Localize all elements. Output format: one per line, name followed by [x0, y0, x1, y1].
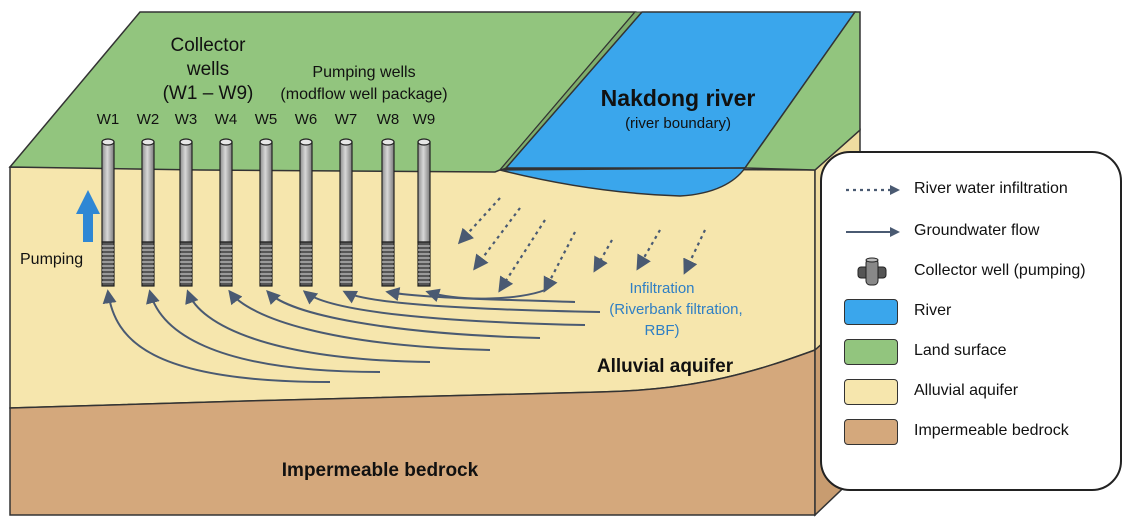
well-w9: W9 — [413, 111, 436, 287]
legend-item-groundwater-flow: Groundwater flow — [822, 215, 1122, 249]
well-w1: W1 — [97, 111, 120, 287]
legend-item-land-surface: Land surface — [822, 335, 1122, 369]
pumping-arrow — [76, 190, 100, 242]
well-label: W8 — [377, 111, 400, 128]
well-casing — [179, 141, 193, 243]
well-screen — [141, 241, 155, 287]
well-casing — [101, 141, 115, 243]
well-screen — [417, 241, 431, 287]
well-icon — [857, 257, 887, 286]
land-swatch — [844, 339, 898, 365]
infiltration-label-line3: RBF) — [645, 322, 680, 339]
well-label: W6 — [295, 111, 318, 128]
well-w5: W5 — [255, 111, 278, 287]
well-screen — [259, 241, 273, 287]
solid-arrow-icon — [846, 227, 900, 237]
pumping-wells-label-line2: (modflow well package) — [280, 86, 447, 103]
well-label: W1 — [97, 111, 120, 128]
well-screen — [101, 241, 115, 287]
well-w4: W4 — [215, 111, 238, 287]
well-cap — [101, 138, 115, 146]
land-surface-right — [743, 11, 861, 171]
legend-item-alluvial-aquifer: Alluvial aquifer — [822, 375, 1122, 409]
well-cap — [141, 138, 155, 146]
well-label: W2 — [137, 111, 160, 128]
well-label: W3 — [175, 111, 198, 128]
bedrock-label: Impermeable bedrock — [282, 460, 479, 481]
well-label: W9 — [413, 111, 436, 128]
well-casing — [141, 141, 155, 243]
bedrock-front — [9, 348, 816, 516]
bedrock-swatch — [844, 419, 898, 445]
pumping-wells-label-line1: Pumping wells — [312, 64, 415, 81]
groundwater-flow-lines — [102, 287, 601, 383]
well-cap — [339, 138, 353, 146]
legend-label: Groundwater flow — [914, 222, 1040, 239]
legend-item-river-infiltration: River water infiltration — [822, 173, 1122, 207]
well-cap — [381, 138, 395, 146]
well-casing — [381, 141, 395, 243]
aquifer-swatch — [844, 379, 898, 405]
well-cap — [259, 138, 273, 146]
well-casing — [299, 141, 313, 243]
legend-item-collector-well: Collector well (pumping) — [822, 255, 1122, 289]
well-cap — [417, 138, 431, 146]
river-swatch — [844, 299, 898, 325]
collector-label-line3: (W1 – W9) — [163, 83, 254, 104]
river-channel — [499, 167, 747, 197]
well-casing — [259, 141, 273, 243]
river-title: Nakdong river — [601, 85, 756, 111]
well-w8: W8 — [377, 111, 400, 287]
infiltration-arrows — [457, 197, 706, 293]
well-label: W5 — [255, 111, 278, 128]
infiltration-label-line2: (Riverbank filtration, — [609, 301, 742, 318]
well-label: W7 — [335, 111, 358, 128]
river-subtitle: (river boundary) — [625, 115, 731, 132]
collector-wells: W1 W2 W3 W4 W5 W6 W7 W8 W9 — [97, 111, 436, 287]
pumping-label: Pumping — [20, 251, 83, 268]
well-w2: W2 — [137, 111, 160, 287]
dotted-arrow-icon — [846, 185, 900, 195]
well-cap — [179, 138, 193, 146]
well-screen — [219, 241, 233, 287]
well-screen — [339, 241, 353, 287]
well-cap — [299, 138, 313, 146]
well-w7: W7 — [335, 111, 358, 287]
legend-item-bedrock: Impermeable bedrock — [822, 415, 1122, 449]
infiltration-label-line1: Infiltration — [629, 280, 694, 297]
well-w6: W6 — [295, 111, 318, 287]
legend-label: River water infiltration — [914, 180, 1068, 197]
well-screen — [299, 241, 313, 287]
legend: River water infiltration Groundwater flo… — [820, 151, 1122, 491]
well-screen — [381, 241, 395, 287]
well-casing — [417, 141, 431, 243]
legend-label: River — [914, 302, 952, 319]
legend-label: Land surface — [914, 342, 1007, 359]
legend-label: Alluvial aquifer — [914, 382, 1019, 399]
well-label: W4 — [215, 111, 238, 128]
well-casing — [219, 141, 233, 243]
well-cap — [219, 138, 233, 146]
legend-label: Collector well (pumping) — [914, 262, 1086, 279]
legend-item-river: River — [822, 295, 1122, 329]
well-casing — [339, 141, 353, 243]
well-screen — [179, 241, 193, 287]
collector-label-line2: wells — [186, 59, 229, 80]
aquifer-label: Alluvial aquifer — [597, 356, 734, 377]
legend-label: Impermeable bedrock — [914, 422, 1069, 439]
collector-label-line1: Collector — [171, 35, 247, 56]
well-w3: W3 — [175, 111, 198, 287]
